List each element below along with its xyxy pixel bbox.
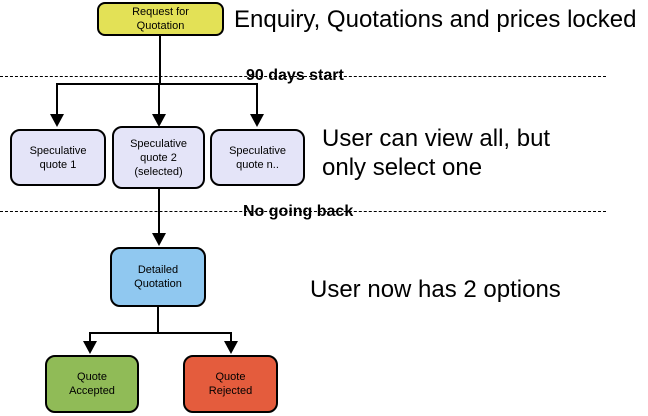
connector-spec2-to-detailed xyxy=(158,188,160,234)
connector-to-spec1 xyxy=(56,83,58,115)
node-speculative-quote-2-selected: Speculative quote 2 (selected) xyxy=(112,126,205,189)
arrowhead-down-icon xyxy=(83,341,97,354)
arrowhead-down-icon xyxy=(250,114,264,127)
connector-detailed-to-branch xyxy=(157,306,159,333)
node-label: Quote Rejected xyxy=(208,371,253,397)
phase-divider-90-days xyxy=(0,76,606,77)
connector-to-spec2 xyxy=(158,83,160,115)
node-label: Request for Quotation xyxy=(132,6,189,32)
phase-label-90-days-start: 90 days start xyxy=(246,67,344,84)
annotation-user-has-2-options: User now has 2 options xyxy=(310,276,561,303)
annotation-enquiry-quotations-locked: Enquiry, Quotations and prices locked xyxy=(234,6,637,33)
arrowhead-down-icon xyxy=(152,114,166,127)
connector-request-to-branch xyxy=(159,35,161,84)
node-label: Quote Accepted xyxy=(69,371,115,397)
node-label: Speculative quote 2 (selected) xyxy=(130,137,187,178)
node-detailed-quotation: Detailed Quotation xyxy=(110,247,206,307)
node-quote-accepted: Quote Accepted xyxy=(45,355,139,413)
arrowhead-down-icon xyxy=(152,233,166,246)
connector-branch-top xyxy=(57,83,258,85)
node-label: Speculative quote n.. xyxy=(229,144,286,171)
node-request-for-quotation: Request for Quotation xyxy=(97,2,224,36)
node-label: Speculative quote 1 xyxy=(29,144,87,171)
node-label: Detailed Quotation xyxy=(134,264,182,290)
connector-branch-bottom xyxy=(90,332,232,334)
annotation-user-can-view-all: User can view all, but only select one xyxy=(322,125,551,181)
phase-label-no-going-back: No going back xyxy=(243,203,354,220)
node-quote-rejected: Quote Rejected xyxy=(183,355,278,413)
arrowhead-down-icon xyxy=(50,114,64,127)
arrowhead-down-icon xyxy=(224,341,238,354)
connector-to-rejected xyxy=(230,332,232,342)
phase-divider-no-going-back xyxy=(0,211,606,212)
node-speculative-quote-1: Speculative quote 1 xyxy=(10,129,106,186)
connector-to-accepted xyxy=(89,332,91,342)
connector-to-spec3 xyxy=(256,83,258,115)
node-speculative-quote-n: Speculative quote n.. xyxy=(210,129,305,186)
